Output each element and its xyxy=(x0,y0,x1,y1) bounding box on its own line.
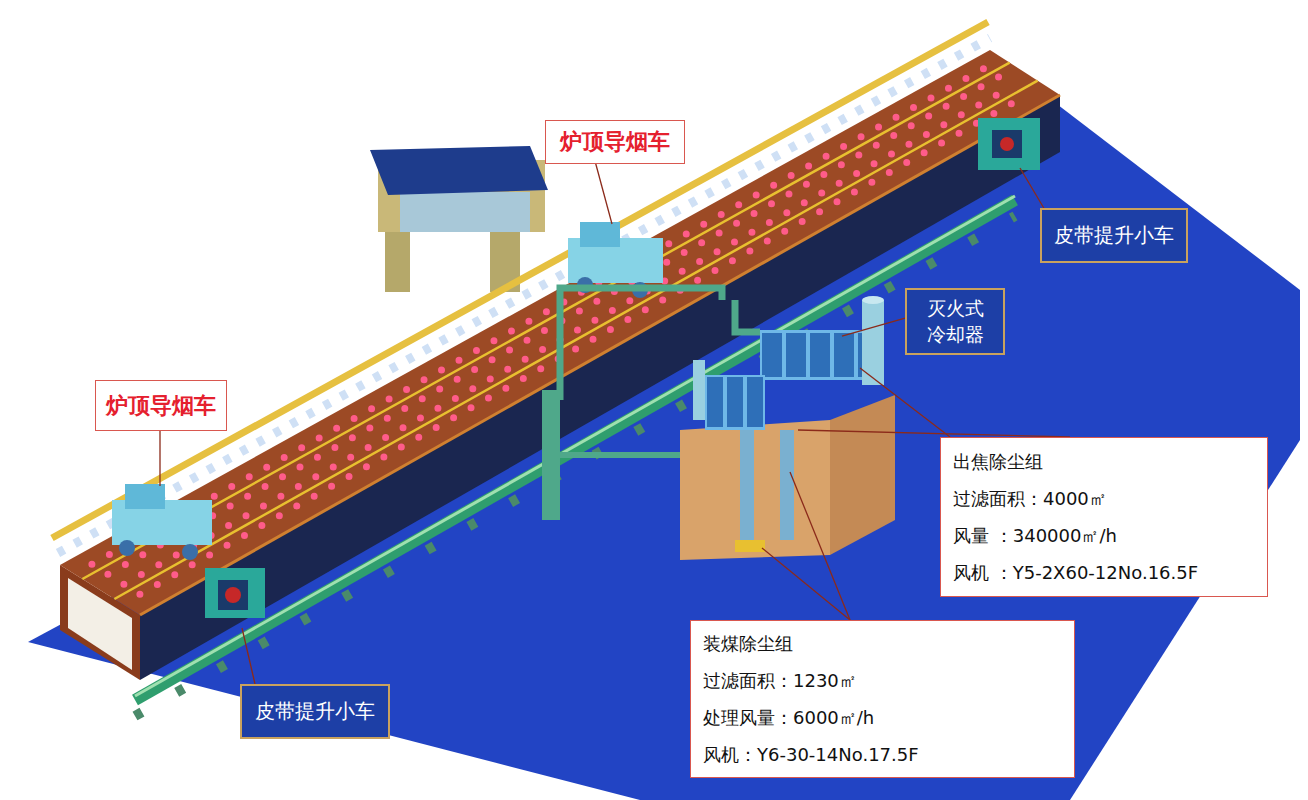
battery-top xyxy=(60,50,1060,615)
belt-car-part xyxy=(218,580,248,610)
rail xyxy=(82,63,1009,579)
belt-car-part xyxy=(1000,137,1014,151)
duct xyxy=(558,452,680,458)
roof-car-part xyxy=(580,222,620,247)
spec-line: 处理风量：6000㎡/h xyxy=(703,699,874,736)
belt-car-part xyxy=(992,130,1022,158)
spec-line: 风量 ：340000㎡/h xyxy=(953,517,1117,554)
filter-units xyxy=(707,377,763,427)
belt-car-part xyxy=(225,587,241,603)
charging-holes xyxy=(108,77,999,575)
callout-title: 皮带提升小车 xyxy=(255,698,375,725)
tower-roof xyxy=(370,146,548,195)
charging-holes xyxy=(124,86,1013,585)
collector-building xyxy=(680,420,830,560)
callout-title: 灭火式 冷却器 xyxy=(923,296,988,347)
spec-box: 出焦除尘组过滤面积：4000㎡风量 ：340000㎡/h风机 ：Y5-2X60-… xyxy=(940,437,1268,597)
belt-car xyxy=(205,568,265,618)
callout-title: 皮带提升小车 xyxy=(1054,222,1174,249)
machine-callout: 灭火式 冷却器 xyxy=(905,288,1005,355)
battery-side xyxy=(140,95,1060,680)
leader-line xyxy=(762,548,850,620)
callout-title: 炉顶导烟车 xyxy=(106,391,216,421)
cooler-units xyxy=(762,333,878,377)
duct-column xyxy=(542,390,560,520)
filter xyxy=(705,375,765,430)
column xyxy=(780,430,794,540)
machine-callout: 炉顶导烟车 xyxy=(545,120,685,164)
base-pad xyxy=(735,540,765,552)
spec-box: 装煤除尘组过滤面积：1230㎡处理风量：6000㎡/h风机：Y6-30-14No… xyxy=(690,620,1075,778)
callout-title: 装煤除尘组 xyxy=(703,625,793,662)
leader-line xyxy=(842,318,905,336)
spec-line: 风机：Y6-30-14No.17.5F xyxy=(703,736,919,773)
charging-holes xyxy=(140,95,1027,595)
charging-holes xyxy=(92,68,985,565)
roof-car-part xyxy=(182,544,198,560)
duct xyxy=(735,300,760,332)
callout-title: 炉顶导烟车 xyxy=(560,127,670,157)
leader-line xyxy=(242,628,255,684)
spec-line: 风机 ：Y5-2X60-12No.16.5F xyxy=(953,554,1198,591)
column xyxy=(740,430,754,540)
belt-car xyxy=(978,118,1040,170)
spec-line: 过滤面积：4000㎡ xyxy=(953,480,1107,517)
leader-line xyxy=(159,431,160,486)
battery-edge xyxy=(140,95,1060,615)
machine-callout: 炉顶导烟车 xyxy=(95,380,227,431)
leader-line xyxy=(1020,168,1045,210)
leader-line xyxy=(798,430,1070,437)
leader-line xyxy=(595,161,612,224)
chimney-top xyxy=(862,296,884,304)
rail xyxy=(114,81,1037,599)
chimney xyxy=(693,360,705,420)
roof-car-part xyxy=(125,484,165,509)
leader-line xyxy=(860,368,950,437)
tower-opening xyxy=(400,192,530,232)
leader-line xyxy=(790,472,850,620)
collector-building-side xyxy=(830,395,895,555)
callout-title: 出焦除尘组 xyxy=(953,443,1043,480)
machine-callout: 皮带提升小车 xyxy=(1040,208,1188,263)
machine-callout: 皮带提升小车 xyxy=(240,684,390,739)
roof-car-part xyxy=(119,540,135,556)
spec-line: 过滤面积：1230㎡ xyxy=(703,662,857,699)
